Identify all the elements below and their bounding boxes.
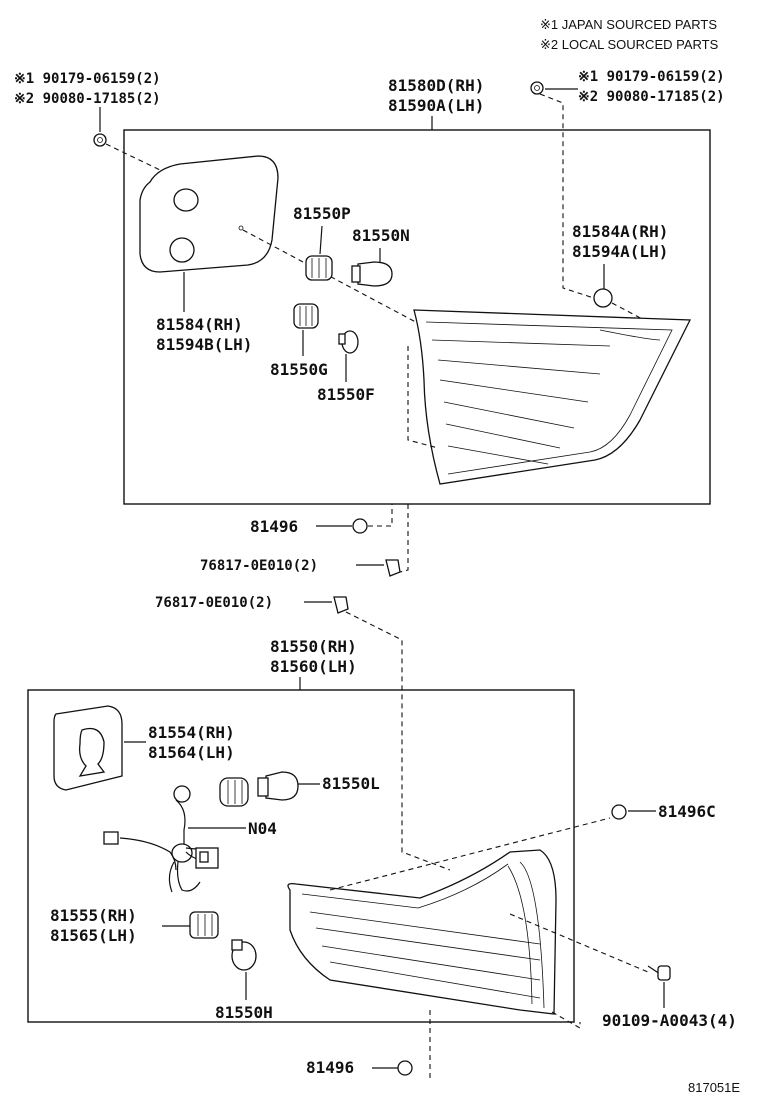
clip-bottom-icon <box>333 596 349 614</box>
screw-right-icon <box>530 81 544 95</box>
gasket-plate-81584 <box>139 155 279 273</box>
bolt-90109-icon <box>647 965 671 981</box>
socket-81555 <box>189 911 219 939</box>
harness-socket <box>219 777 249 807</box>
label-81550h: 81550H <box>215 1003 273 1022</box>
label-81550l: 81550L <box>322 774 380 793</box>
clip-top-icon <box>385 559 401 577</box>
nut-81496-top-icon <box>352 518 368 534</box>
bulb-81550f <box>338 330 359 354</box>
gasket-81554 <box>53 705 123 791</box>
label-81564-lh: 81564(LH) <box>148 743 235 762</box>
label-upper-assy-lh: 81590A(LH) <box>388 96 484 115</box>
label-screw-right-1: ※1 90179-06159(2) <box>578 69 725 85</box>
nut-81496c-icon <box>611 804 627 820</box>
label-81555-rh: 81555(RH) <box>50 906 137 925</box>
bulb-81550h <box>231 939 257 971</box>
label-81554-rh: 81554(RH) <box>148 723 235 742</box>
label-81594b-lh: 81594B(LH) <box>156 335 252 354</box>
label-clip-bottom: 76817-0E010(2) <box>155 595 273 611</box>
label-81496-bottom: 81496 <box>306 1058 354 1077</box>
label-81550g: 81550G <box>270 360 328 379</box>
label-81594a-lh: 81594A(LH) <box>572 242 668 261</box>
label-81496c: 81496C <box>658 802 716 821</box>
bulb-81550l <box>257 771 299 801</box>
lower-lens-81550 <box>287 849 557 1015</box>
label-81496-top: 81496 <box>250 517 298 536</box>
diagram-code: 817051E <box>688 1080 740 1095</box>
label-81584-rh: 81584(RH) <box>156 315 243 334</box>
upper-lens-81580d <box>413 309 692 485</box>
label-81550n: 81550N <box>352 226 410 245</box>
bulb-81550n <box>351 261 393 287</box>
lower-assembly-box <box>27 689 575 1023</box>
socket-81550p <box>305 255 333 281</box>
label-81565-lh: 81565(LH) <box>50 926 137 945</box>
label-clip-top: 76817-0E010(2) <box>200 558 318 574</box>
legend-japan-sourced: ※1 JAPAN SOURCED PARTS <box>540 17 717 32</box>
label-lower-assy-rh: 81550(RH) <box>270 637 357 656</box>
label-81550p: 81550P <box>293 204 351 223</box>
socket-81550g <box>293 303 319 329</box>
label-upper-assy-rh: 81580D(RH) <box>388 76 484 95</box>
nut-81584a-icon <box>593 288 613 308</box>
label-bolt-90109: 90109-A0043(4) <box>602 1011 737 1030</box>
wire-harness-n04 <box>103 785 219 893</box>
screw-left-icon <box>93 133 107 147</box>
label-81584a-rh: 81584A(RH) <box>572 222 668 241</box>
label-81550f: 81550F <box>317 385 375 404</box>
label-lower-assy-lh: 81560(LH) <box>270 657 357 676</box>
label-n04: N04 <box>248 819 277 838</box>
label-screw-left-1: ※1 90179-06159(2) <box>14 71 161 87</box>
nut-81496-bottom-icon <box>397 1060 413 1076</box>
label-screw-right-2: ※2 90080-17185(2) <box>578 89 725 105</box>
legend-local-sourced: ※2 LOCAL SOURCED PARTS <box>540 37 719 52</box>
upper-assembly-box <box>123 129 711 505</box>
label-screw-left-2: ※2 90080-17185(2) <box>14 91 161 107</box>
